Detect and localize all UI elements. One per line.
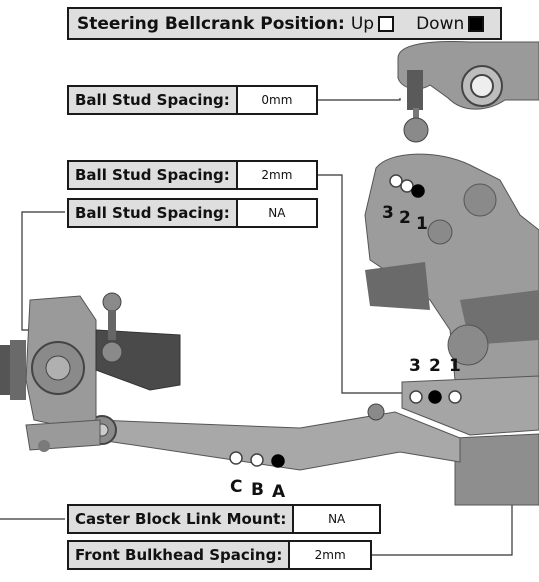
option-down-label: Down: [416, 13, 465, 34]
bellcrank-arm: [397, 41, 539, 143]
setting-label: Front Bulkhead Spacing:: [69, 542, 291, 568]
setting-value: NA: [328, 512, 346, 526]
ball-stud-spacing-upper: Ball Stud Spacing: 0mm: [67, 85, 318, 115]
ball-stud-spacing-block: Ball Stud Spacing: NA: [67, 198, 318, 228]
bulkhead-pos-2: 2: [429, 356, 441, 376]
caster-block-link-mount: Caster Block Link Mount: NA: [67, 504, 381, 534]
setting-label: Ball Stud Spacing:: [69, 200, 238, 226]
tower-holes: [389, 174, 425, 198]
tower-pos-1: 1: [416, 214, 428, 234]
link-pos-a: A: [272, 482, 286, 502]
option-up-label: Up: [350, 13, 375, 34]
bulkhead-pos-3: 3: [409, 356, 421, 376]
camber-link: [87, 403, 461, 471]
shock-tower: [364, 153, 539, 421]
setting-label: Caster Block Link Mount:: [69, 506, 295, 532]
setting-label: Ball Stud Spacing:: [69, 87, 238, 113]
bellcrank-position-bar: Steering Bellcrank Position: Up Down: [67, 7, 502, 40]
option-up-checkbox[interactable]: [378, 15, 395, 32]
setting-value: 2mm: [261, 168, 293, 182]
setting-value: 0mm: [261, 93, 293, 107]
setting-value: 2mm: [314, 548, 346, 562]
setting-value: NA: [268, 206, 286, 220]
bulkhead: [401, 375, 539, 506]
front-bulkhead-spacing: Front Bulkhead Spacing: 2mm: [67, 540, 372, 570]
option-down-checkbox[interactable]: [468, 15, 485, 32]
bulkhead-pos-1: 1: [449, 356, 461, 376]
setting-label: Ball Stud Spacing:: [69, 162, 238, 188]
link-pos-c: C: [230, 477, 243, 497]
steering-block: [0, 292, 181, 452]
bellcrank-position-title: Steering Bellcrank Position:: [77, 13, 345, 34]
tower-pos-3: 3: [382, 203, 394, 223]
ball-stud-spacing-tower: Ball Stud Spacing: 2mm: [67, 160, 318, 190]
link-pos-b: B: [251, 480, 264, 500]
tower-pos-2: 2: [399, 208, 411, 228]
